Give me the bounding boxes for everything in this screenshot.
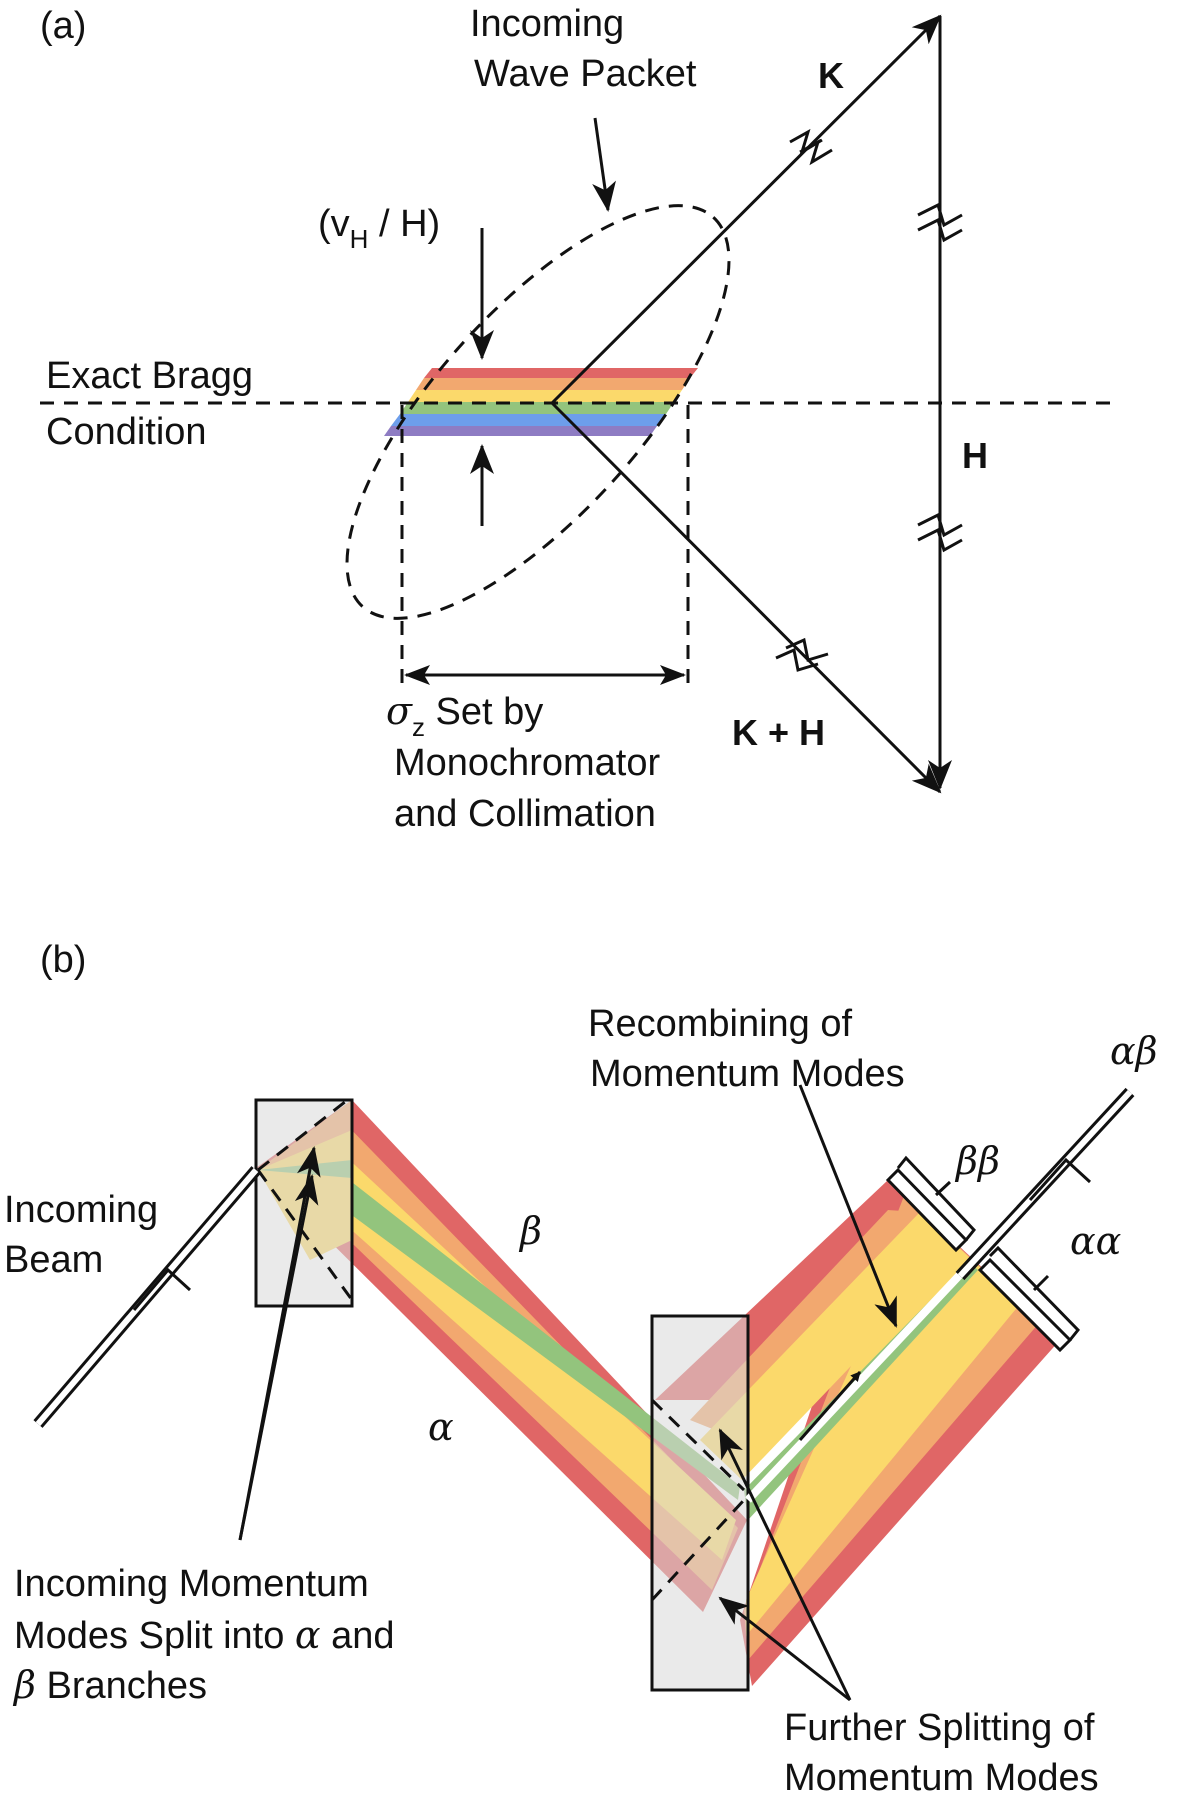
- k-vector: [550, 14, 942, 405]
- beta-label: β: [518, 1209, 542, 1253]
- recombining-label: Recombining of Momentum Modes: [588, 1003, 905, 1095]
- panel-b: (b): [4, 939, 1158, 1799]
- crystal-2-bragg-planes: [650, 1398, 746, 1602]
- inner-beam-arrow: [798, 1371, 862, 1441]
- incoming-beam: [33, 1166, 261, 1428]
- monochromator-label: Monochromator and Collimation: [394, 742, 671, 835]
- recombining-pointer: [798, 1084, 898, 1328]
- beta-beta-label: ββ: [954, 1139, 1000, 1183]
- split-label-line2: Modes Split into α and: [14, 1613, 395, 1657]
- band-orange: [416, 378, 690, 390]
- crystal-2: [650, 1314, 750, 1692]
- split-pointer-2: [238, 1146, 321, 1541]
- beta-beta-bracket: [896, 1155, 976, 1241]
- vh-over-h-label: (vH / H): [318, 203, 440, 254]
- alpha-alpha-bracket: [988, 1245, 1080, 1341]
- incoming-beam-label: Incoming Beam: [4, 1189, 169, 1281]
- band-yellow: [408, 390, 682, 402]
- alpha-alpha-label: αα: [1070, 1219, 1121, 1263]
- further-pointer-1: [718, 1428, 852, 1701]
- crystal-1-bragg-planes: [256, 1096, 354, 1301]
- out-stripe-yellow: [746, 1212, 1020, 1636]
- k-label: K: [818, 55, 844, 96]
- outgoing-alpha-beta-beam: [955, 1087, 1135, 1281]
- split-label-line3: β Branches: [12, 1663, 207, 1707]
- h-label: H: [962, 435, 988, 476]
- break-mark-h-upper: [917, 202, 963, 243]
- k-plus-h-vector: [550, 401, 942, 794]
- panel-b-tag: (b): [40, 939, 86, 981]
- band-red: [424, 368, 698, 378]
- k-plus-h-label: K + H: [732, 712, 825, 753]
- sigma-z-label: σz Set by: [386, 689, 543, 742]
- band-blue: [391, 414, 666, 426]
- beam-stripe-green: [288, 1154, 740, 1500]
- break-mark-kh: [775, 637, 829, 672]
- panel-a-tag: (a): [40, 5, 86, 47]
- further-splitting-label: Further Splitting of Momentum Modes: [784, 1707, 1105, 1799]
- break-mark-k: [789, 128, 833, 166]
- band-purple: [384, 426, 657, 436]
- alpha-beta-label: αβ: [1110, 1029, 1158, 1073]
- exact-bragg-label: Exact Bragg Condition: [46, 355, 264, 453]
- spectrum-band: [384, 368, 698, 436]
- band-green: [400, 402, 674, 414]
- fan-upper-yellow: [700, 1212, 960, 1480]
- further-pointer-2: [718, 1596, 851, 1702]
- panel-a: (a): [40, 3, 1115, 835]
- out-stripe-green: [744, 1262, 978, 1520]
- break-mark-h-lower: [917, 512, 963, 553]
- incoming-wave-packet-label: Incoming Wave Packet: [470, 3, 697, 95]
- split-label-line1: Incoming Momentum: [14, 1563, 369, 1605]
- alpha-label: α: [428, 1405, 454, 1449]
- wave-packet-pointer: [592, 117, 616, 212]
